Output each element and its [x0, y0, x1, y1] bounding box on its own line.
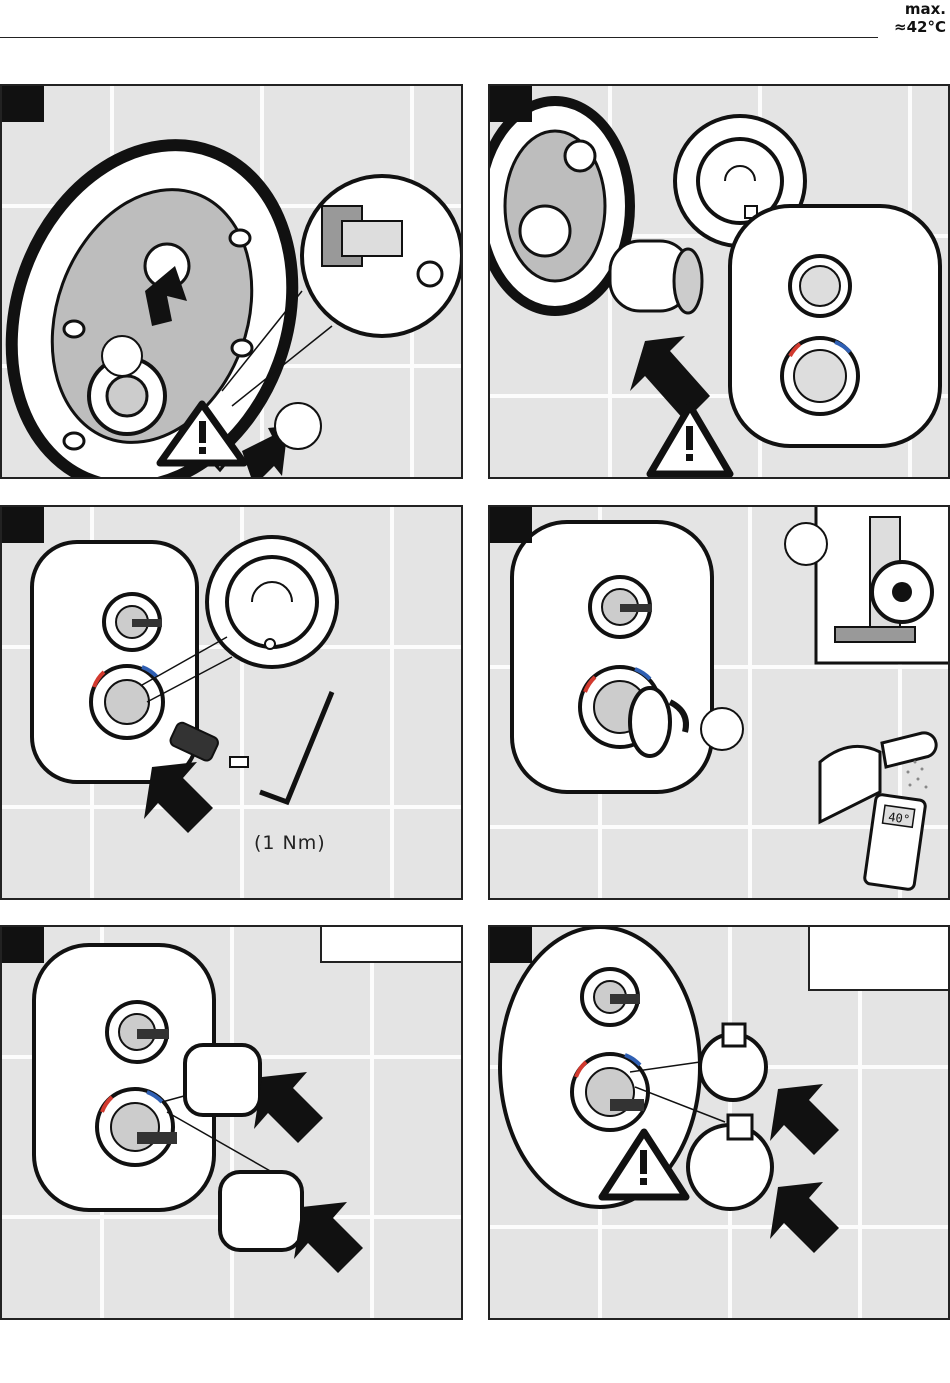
- step-panel-3: (1 Nm): [0, 505, 463, 900]
- step-number-badge: [490, 927, 532, 963]
- adjust-ring: [630, 688, 670, 756]
- knob-small: [185, 1045, 260, 1115]
- hand-icon: [820, 746, 880, 822]
- step-panel-4: 40°: [488, 505, 950, 900]
- thermometer-display: 40°: [887, 810, 910, 827]
- step-number-badge: [490, 86, 532, 122]
- header-max-label: max.: [894, 0, 946, 18]
- allen-key-icon: [260, 692, 332, 802]
- model-label-box: [320, 925, 463, 963]
- push-arrow-icon: [144, 762, 213, 833]
- step-marker-circle-icon: [102, 336, 142, 376]
- step-1-illustration: [2, 86, 463, 479]
- push-arrow-icon: [770, 1084, 839, 1155]
- step-marker-circle-icon: [275, 403, 321, 449]
- torque-label: (1 Nm): [254, 832, 326, 854]
- step-2-illustration: [490, 86, 950, 479]
- step-5-illustration: [2, 927, 463, 1320]
- step-number-badge: [2, 927, 44, 963]
- model-label-box: [808, 925, 950, 991]
- push-arrow-icon: [770, 1182, 839, 1253]
- push-arrow-icon: [294, 1202, 363, 1273]
- push-arrow-icon: [254, 1072, 323, 1143]
- header-temp-label: ≈42°C: [894, 18, 946, 36]
- step-marker-circle-icon: [785, 523, 827, 565]
- step-panel-5: [0, 925, 463, 1320]
- shower-head-icon: [882, 733, 936, 767]
- knob-large: [220, 1172, 302, 1250]
- push-arrow-icon: [630, 336, 710, 421]
- step-number-badge: [490, 507, 532, 543]
- step-marker-circle-icon: [701, 708, 743, 750]
- step-number-badge: [2, 507, 44, 543]
- trim-plate: [512, 522, 712, 792]
- header-temperature-note: max. ≈42°C: [894, 0, 946, 36]
- step-panel-6: [488, 925, 950, 1320]
- step-panel-2: [488, 84, 950, 479]
- step-number-badge: [2, 86, 44, 122]
- step-4-illustration: 40°: [490, 507, 950, 900]
- step-3-illustration: [2, 507, 463, 900]
- step-panel-1: [0, 84, 463, 479]
- header-rule: [0, 37, 878, 38]
